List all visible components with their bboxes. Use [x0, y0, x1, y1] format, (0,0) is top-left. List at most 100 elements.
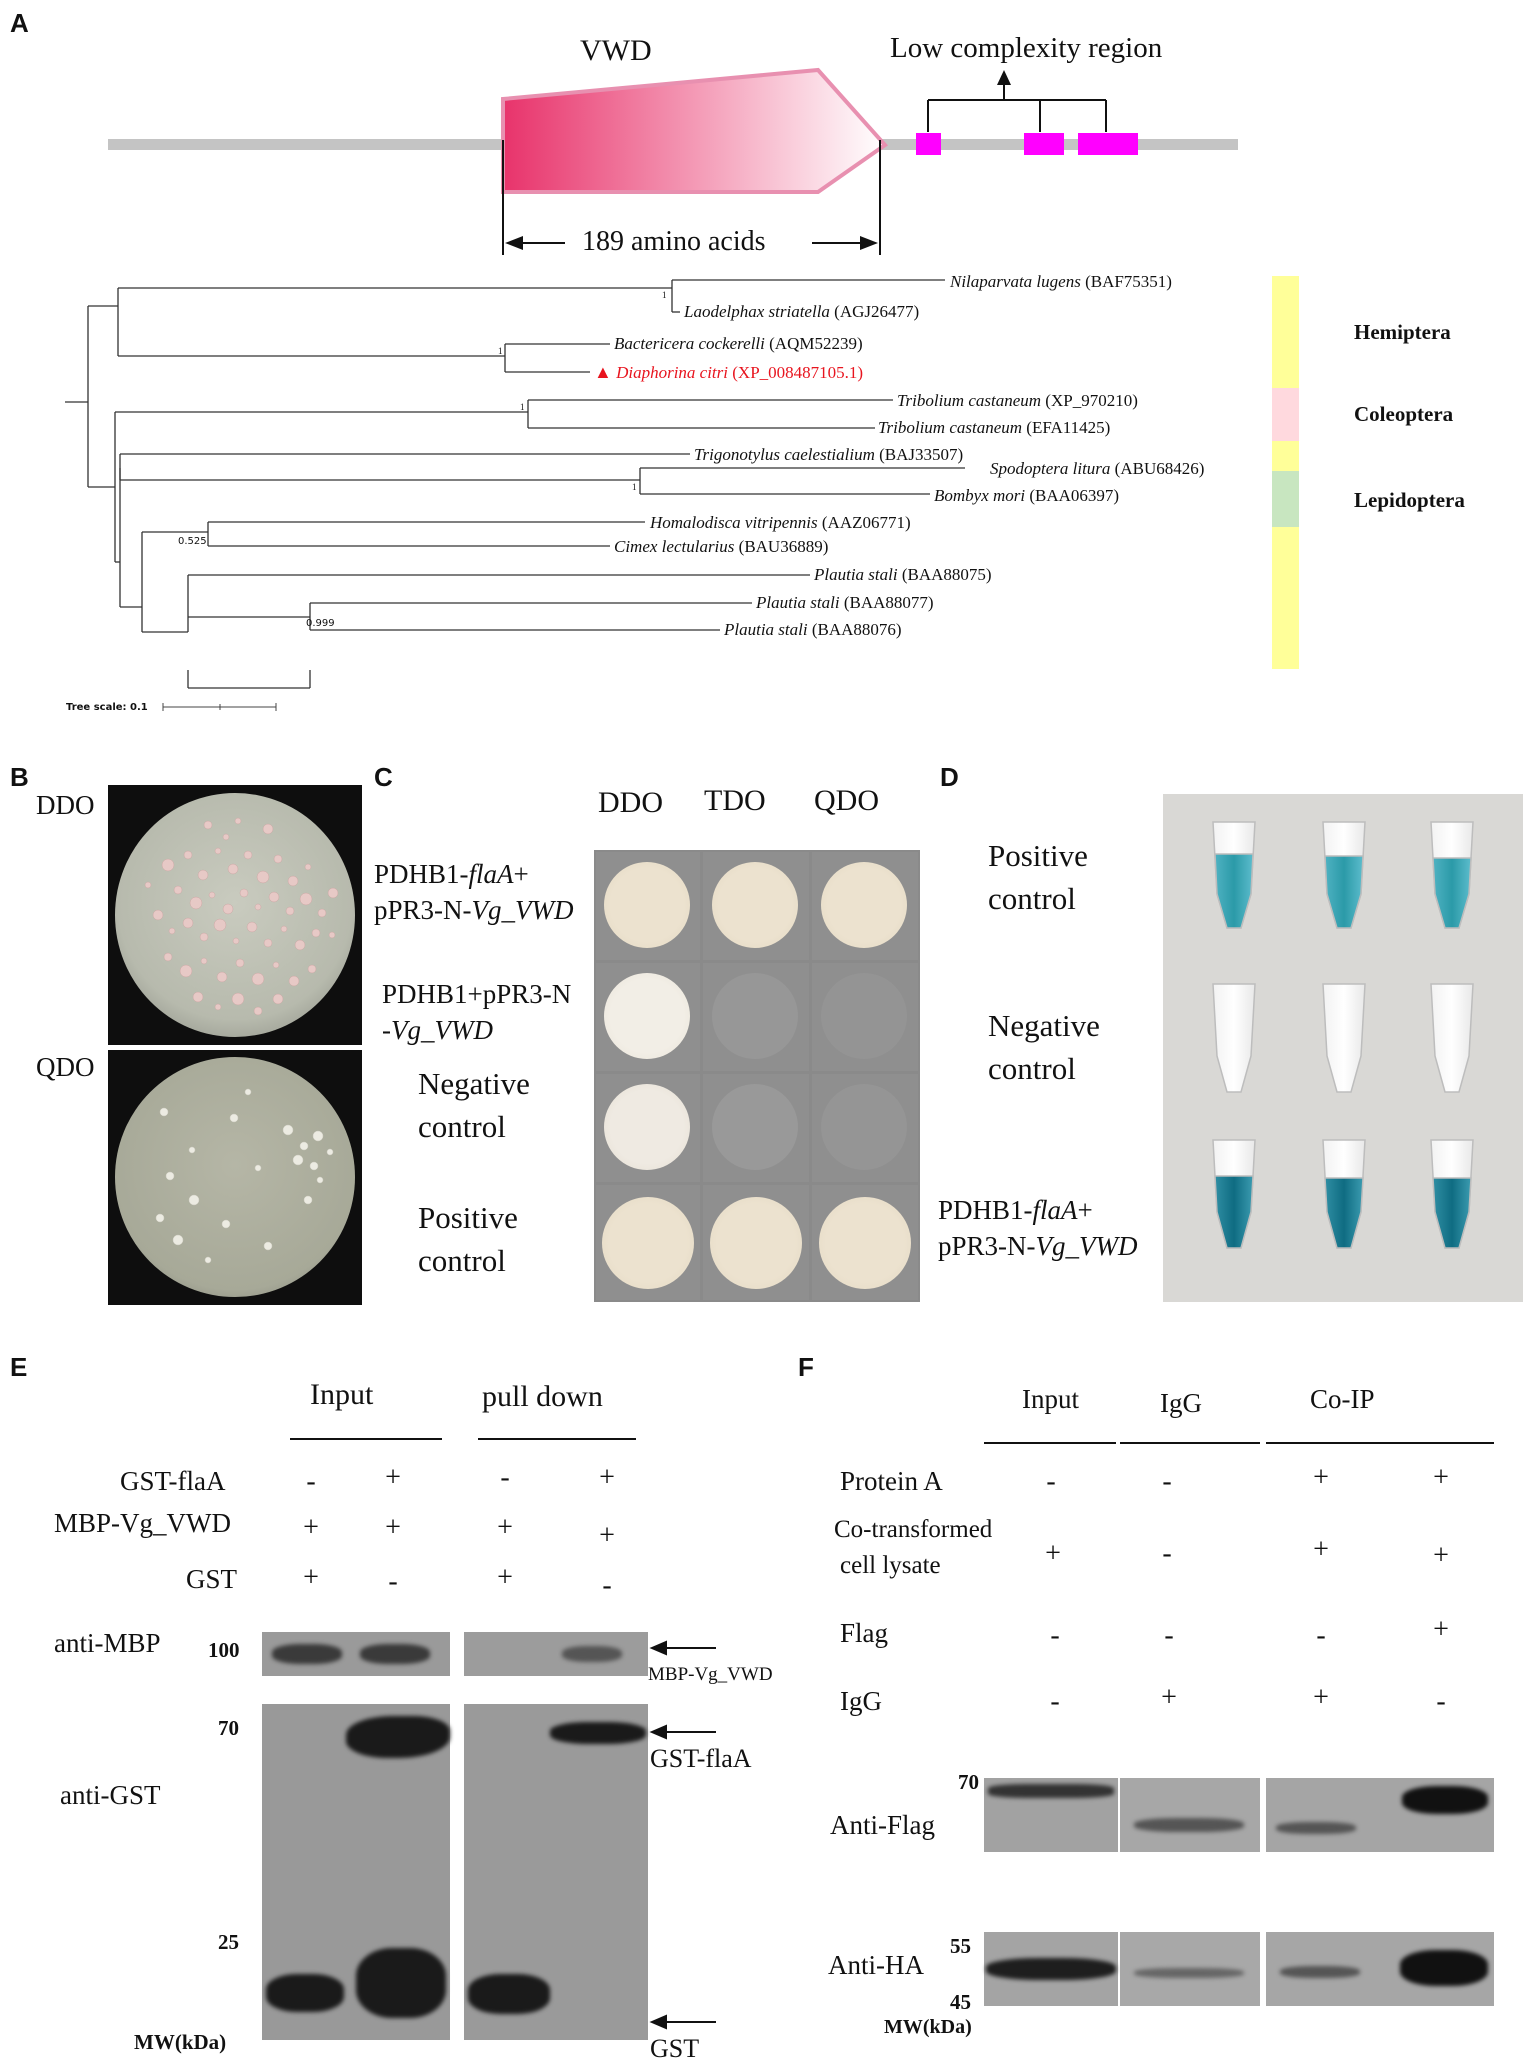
group-underline [1266, 1442, 1494, 1444]
colony-spot [604, 862, 690, 948]
colony-spot [604, 1084, 690, 1170]
support-value: 1 [632, 482, 637, 492]
leaf-accession: (BAA88076) [811, 620, 902, 639]
protein-band [1402, 1786, 1488, 1814]
label-text: Positive [418, 1200, 518, 1235]
tubes [1212, 821, 1474, 1249]
panel-label-d: D [940, 762, 959, 792]
leaf-species: Cimex lectularius [614, 537, 735, 556]
highlight-triangle-icon: ▲ [594, 362, 612, 382]
blot-anti-flag-input [984, 1778, 1118, 1852]
leaf-accession: (XP_008487105.1) [732, 363, 864, 382]
row-label-gst: GST [186, 1564, 238, 1594]
protein-band [1400, 1950, 1488, 1986]
label-text: control [988, 881, 1076, 916]
sign: - [306, 1466, 316, 1497]
tree-scale-label: Tree scale: 0.1 [66, 702, 148, 713]
mw-marker-100: 100 [208, 1638, 240, 1662]
label-text: Vg_VWD [471, 895, 574, 925]
low-complexity-label: Low complexity region [890, 32, 1163, 64]
faint-spot [821, 1084, 907, 1170]
colony-spot [602, 1197, 694, 1289]
protein-band [1280, 1966, 1360, 1978]
blot-anti-mbp-input [262, 1632, 450, 1676]
tree-leaf: Nilaparvata lugens (BAF75351) [950, 272, 1172, 292]
grid-cell [596, 852, 700, 960]
blot-anti-flag-coip [1266, 1778, 1494, 1852]
arrows-e [649, 1640, 716, 2030]
label-text: Negative [418, 1066, 530, 1101]
sign: + [1161, 1682, 1177, 1713]
length-label: 189 amino acids [582, 226, 766, 257]
label-text: PDHB1+pPR3-N [382, 979, 572, 1009]
support-value: 0.999 [306, 618, 335, 629]
row-label-negative-control: Negative control [988, 1004, 1100, 1090]
spot-assay-grid [594, 850, 920, 1302]
leaf-species: Diaphorina citri [616, 363, 728, 382]
label-text: pPR3-N- [374, 895, 472, 925]
leaf-species: Tribolium castaneum [878, 418, 1023, 437]
protein-band [360, 1644, 430, 1664]
protein-band [1276, 1822, 1356, 1834]
row-label-positive-control: Positive control [418, 1196, 518, 1282]
row-label-mbp-vg-vwd: MBP-Vg_VWD [54, 1508, 232, 1538]
low-complexity-segment-1 [916, 133, 941, 155]
tree-leaf: Trigonotylus caelestialium (BAJ33507) [694, 445, 963, 465]
sign: - [500, 1462, 510, 1493]
leaf-accession: (ABU68426) [1114, 459, 1205, 478]
group-label-input: Input [1022, 1384, 1079, 1414]
group-label-input: Input [310, 1378, 374, 1411]
blot-anti-ha-input [984, 1932, 1118, 2006]
label-text: - [382, 1015, 391, 1045]
yeast-colonies [155, 1088, 334, 1264]
column-header-ddo: DDO [598, 786, 663, 819]
order-label-coleoptera: Coleoptera [1354, 402, 1454, 426]
sign: + [1433, 1614, 1449, 1645]
leaf-accession: (EFA11425) [1026, 418, 1111, 437]
colony-spot [712, 862, 798, 948]
tree-leaf: Laodelphax striatella (AGJ26477) [684, 302, 919, 322]
mw-marker-70: 70 [958, 1770, 979, 1794]
protein-band [562, 1646, 622, 1662]
tree-final [0, 272, 965, 670]
leaf-accession: (AQM52239) [769, 334, 863, 353]
support-value: 1 [498, 346, 503, 356]
domain-diagram: VWD Low complexity region 189 amino acid… [0, 0, 1535, 260]
order-label-hemiptera: Hemiptera [1354, 320, 1451, 344]
antibody-label-anti-ha: Anti-HA [828, 1950, 924, 1980]
grid-cell [596, 963, 700, 1071]
panel-label-f: F [798, 1352, 814, 1382]
leaf-accession: (BAJ33507) [879, 445, 964, 464]
sign: + [303, 1512, 319, 1543]
leaf-accession: (AGJ26477) [834, 302, 920, 321]
protein-band [1134, 1818, 1244, 1832]
protein-band [346, 1716, 450, 1758]
order-strip-hemiptera [1272, 527, 1299, 669]
sign: + [303, 1562, 319, 1593]
leaf-accession: (BAA06397) [1029, 486, 1120, 505]
tree-scale-bar [162, 703, 277, 711]
tree-leaf: Plautia stali (BAA88077) [756, 593, 934, 613]
grid-cell [812, 963, 918, 1071]
group-underline [478, 1438, 636, 1440]
column-header-tdo: TDO [704, 784, 766, 817]
sign: - [1046, 1466, 1056, 1497]
order-strip-hemiptera [1272, 441, 1299, 471]
blot-anti-flag-igg [1120, 1778, 1260, 1852]
grid-cell [812, 1185, 918, 1300]
label-text: Positive [988, 838, 1088, 873]
mw-axis-label: MW(kDa) [134, 2030, 227, 2054]
group-underline [1120, 1442, 1260, 1444]
sign: - [1050, 1686, 1060, 1717]
grid-cell [596, 1074, 700, 1182]
group-label-igg: IgG [1160, 1388, 1202, 1418]
leaf-accession: (BAF75351) [1085, 272, 1172, 291]
faint-spot [821, 973, 907, 1059]
protein-band [266, 1974, 344, 2012]
plate-photo-ddo [108, 785, 362, 1045]
leaf-accession: (BAA88075) [901, 565, 992, 584]
label-text: control [418, 1109, 506, 1144]
colony-spot [819, 1197, 911, 1289]
leaf-accession: (AAZ06771) [821, 513, 911, 532]
sign: - [1164, 1620, 1174, 1651]
